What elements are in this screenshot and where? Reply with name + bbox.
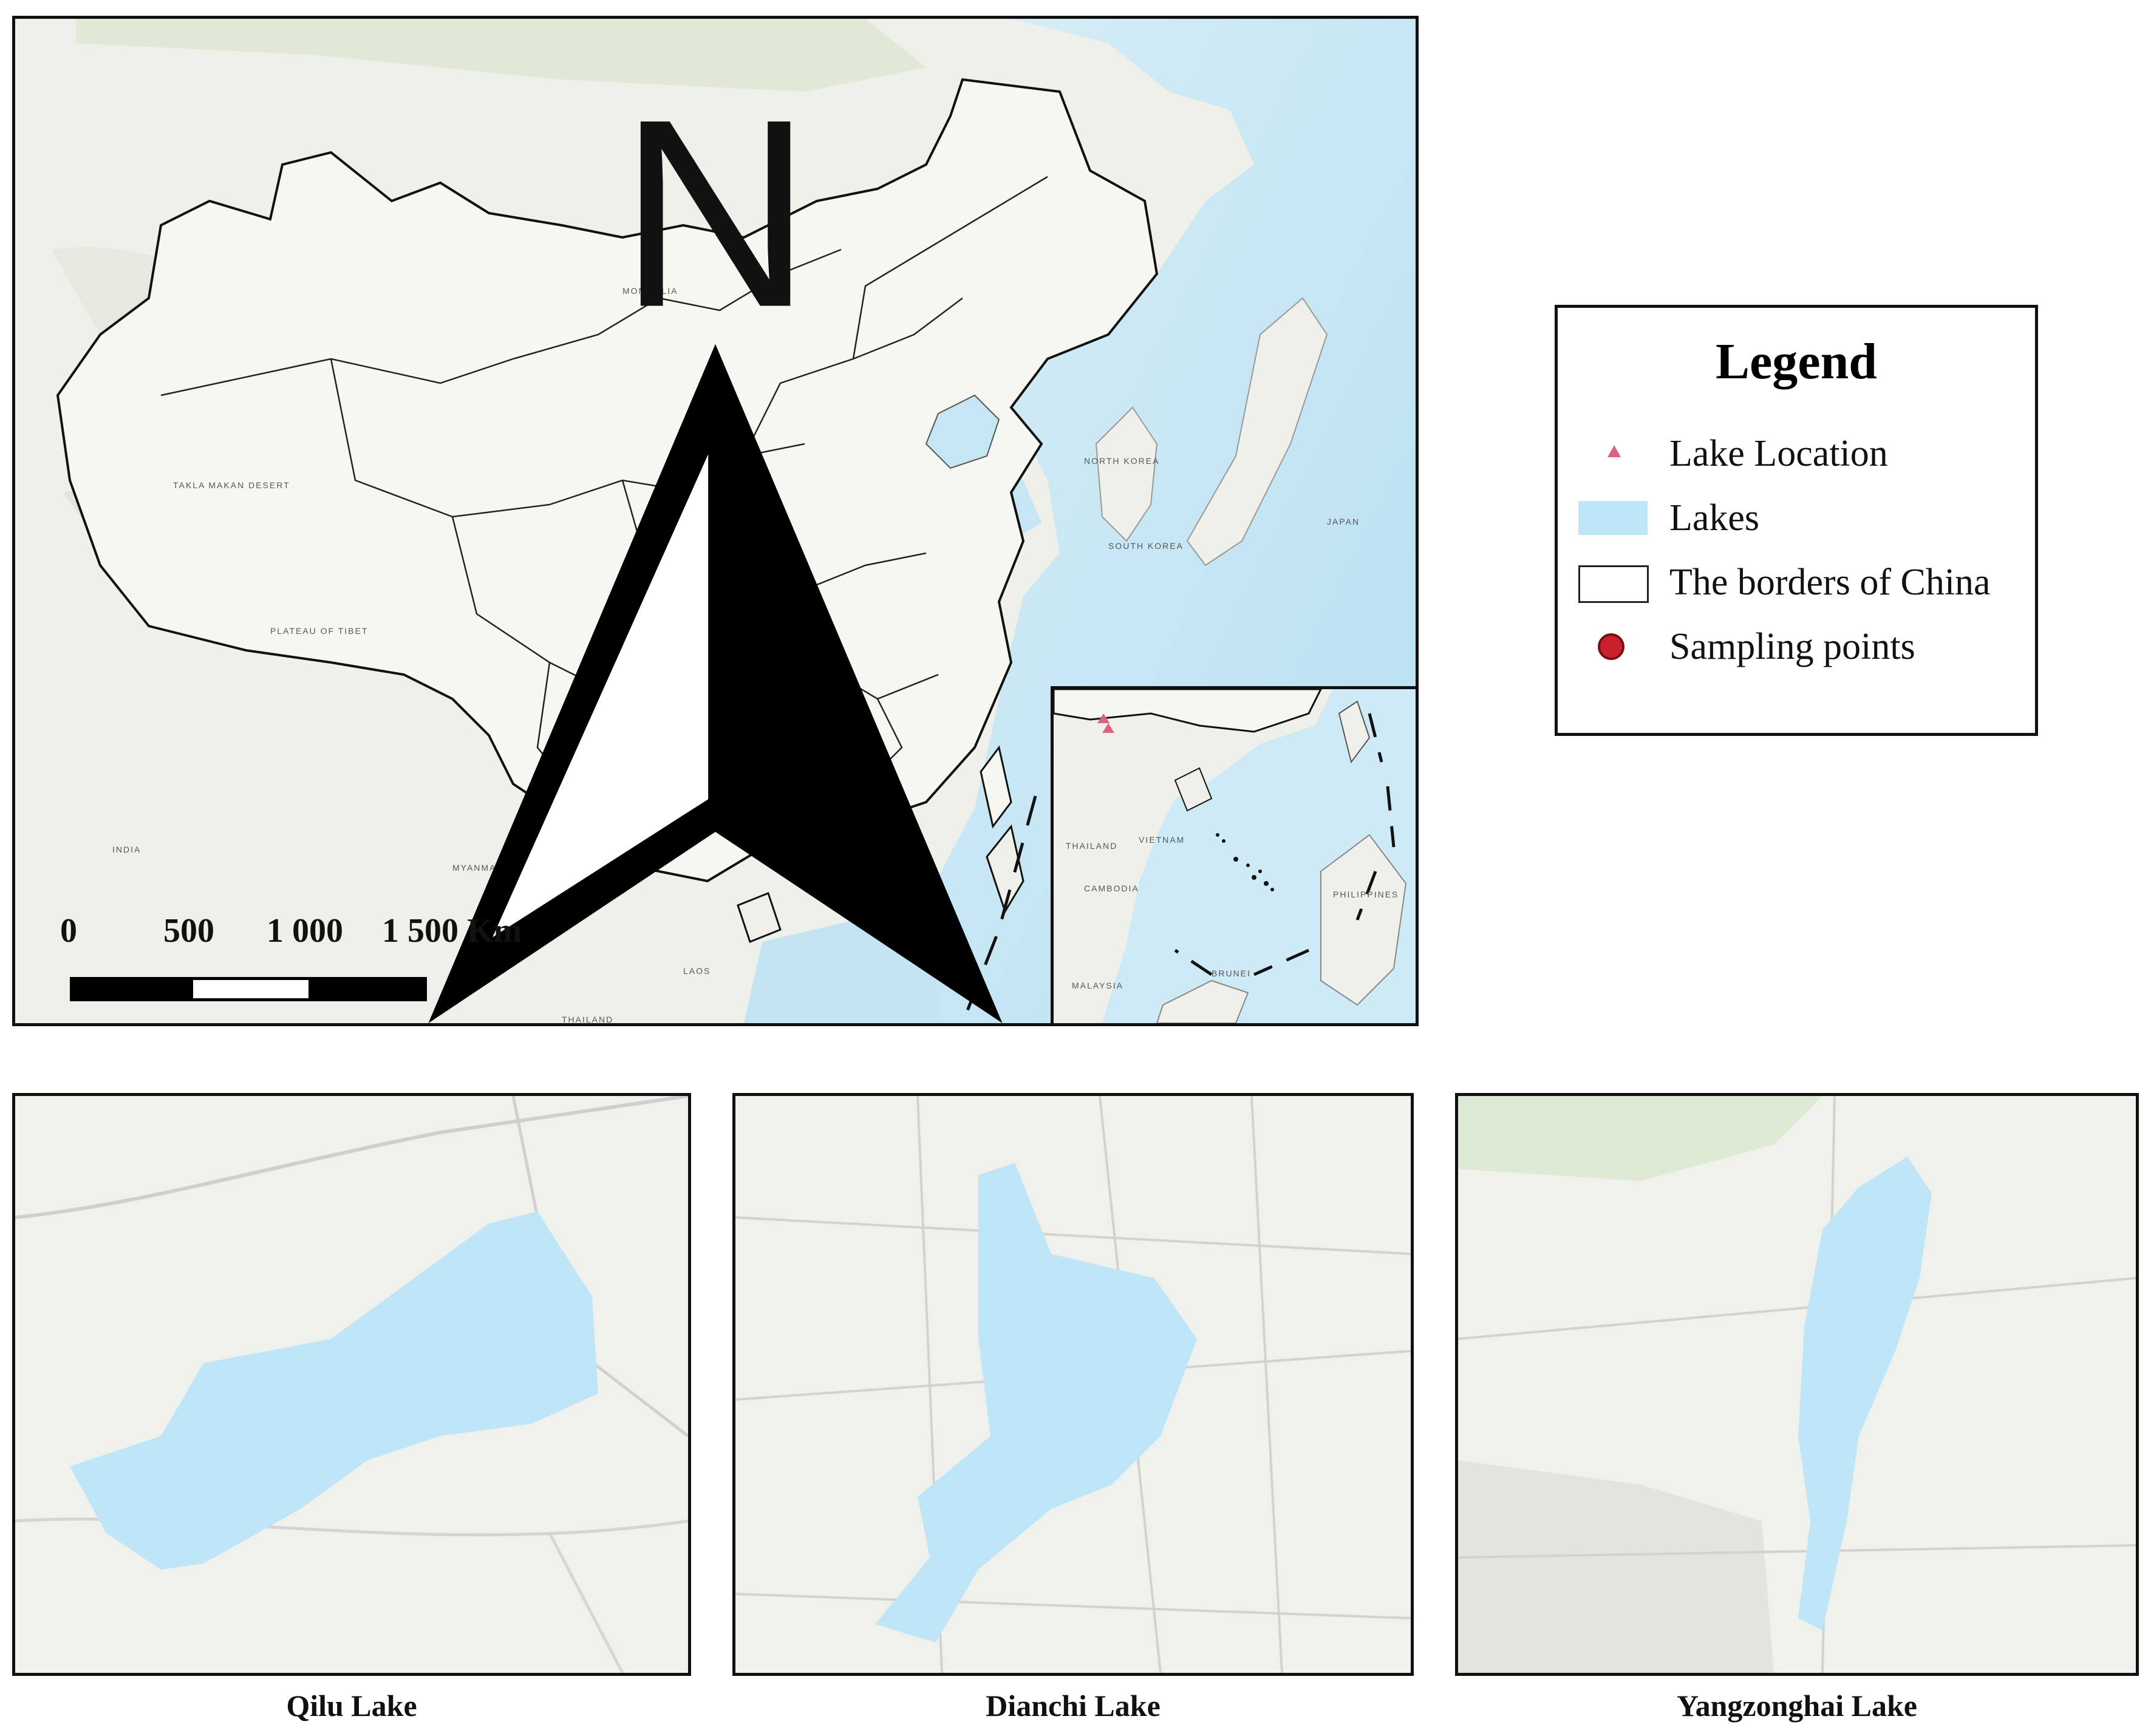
- scale-label-500: 500: [163, 912, 214, 950]
- inset-label-cambodia: CAMBODIA: [1084, 883, 1139, 893]
- inset-label-philippines: PHILIPPINES: [1333, 890, 1399, 899]
- label-takla-makan: TAKLA MAKAN DESERT: [173, 480, 290, 490]
- label-mongolia: MONGOLIA: [622, 286, 678, 296]
- inset-label-brunei: BRUNEI: [1212, 968, 1251, 978]
- caption-dianchi: Dianchi Lake: [986, 1689, 1161, 1723]
- north-arrow-icon: N: [428, 64, 1003, 1023]
- lakes-swatch-icon: [1578, 501, 1648, 535]
- label-japan: JAPAN: [1327, 517, 1360, 526]
- caption-qilu: Qilu Lake: [286, 1689, 417, 1723]
- label-thailand: THAILAND: [562, 1015, 614, 1024]
- legend-item-lakes: Lakes: [1558, 488, 2035, 548]
- qilu-lake-water: [70, 1211, 598, 1570]
- legend-title: Legend: [1715, 333, 1878, 390]
- china-border: [56, 78, 1159, 883]
- label-south-korea: SOUTH KOREA: [1108, 541, 1184, 551]
- inset-lake-location-marker: [1097, 713, 1110, 723]
- inset-basemap: [1054, 689, 1407, 1023]
- legend-item-sampling-points: Sampling points: [1558, 616, 2035, 677]
- scale-label-1000: 1 000: [267, 912, 343, 950]
- sampling-point-icon: [1598, 633, 1624, 660]
- label-north-korea: NORTH KOREA: [1084, 456, 1160, 466]
- border-outline-icon: [1578, 565, 1649, 603]
- label-laos: LAOS: [683, 966, 711, 976]
- lake-location-triangle-icon: [1607, 445, 1621, 457]
- inset-label-vietnam: VIETNAM: [1139, 835, 1185, 845]
- dianchi-lake-panel: DC1DC2DC3DC4DC5DC6DC7DC8DC9DC10DC11DC12D…: [732, 1093, 1414, 1676]
- dianchi-lake-map: DC1DC2DC3DC4DC5DC6DC7DC8DC9DC10DC11DC12D…: [735, 1096, 1411, 1673]
- scale-bar: [70, 977, 427, 1001]
- north-label: N: [619, 64, 813, 363]
- legend-label: Sampling points: [1669, 626, 1915, 667]
- legend-label: Lakes: [1669, 497, 1760, 539]
- qilu-lake-panel: QL1QL2QL3QL4QL5QL6QL7QL8QL9QL10QL11QL12: [12, 1093, 691, 1676]
- dianchi-lake-water: [875, 1163, 1197, 1642]
- label-tibet: PLATEAU OF TIBET: [270, 626, 369, 636]
- legend-item-borders: The borders of China: [1558, 552, 2035, 613]
- south-china-sea-inset: THAILAND CAMBODIA VIETNAM PHILIPPINES MA…: [1051, 686, 1419, 1026]
- inset-lake-location-marker: [1102, 723, 1114, 733]
- legend-item-lake-location: Lake Location: [1558, 423, 2035, 484]
- inset-label-thailand: THAILAND: [1066, 841, 1118, 851]
- legend-label: Lake Location: [1669, 433, 1888, 474]
- qilu-lake-map: QL1QL2QL3QL4QL5QL6QL7QL8QL9QL10QL11QL12: [15, 1096, 688, 1673]
- scale-label-1500: 1 500 Km: [382, 912, 522, 950]
- inset-label-malaysia: MALAYSIA: [1072, 981, 1123, 990]
- caption-yangzonghai: Yangzonghai Lake: [1677, 1689, 1917, 1723]
- legend-label: The borders of China: [1669, 562, 1991, 603]
- yangzonghai-lake-panel: YZH1YZH2YZH3YZH4YZH5YZH6YZH7YZH8YZH9YZH1…: [1455, 1093, 2139, 1676]
- label-india: INDIA: [112, 845, 141, 854]
- scale-label-0: 0: [60, 912, 77, 950]
- scale-bar-labels: 0 500 1 000 1 500 Km: [60, 911, 607, 954]
- yangzonghai-lake-map: YZH1YZH2YZH3YZH4YZH5YZH6YZH7YZH8YZH9YZH1…: [1458, 1096, 2136, 1673]
- yangzonghai-lake-water: [1798, 1157, 1932, 1630]
- legend: Legend Lake Location Lakes The borders o…: [1555, 305, 2038, 736]
